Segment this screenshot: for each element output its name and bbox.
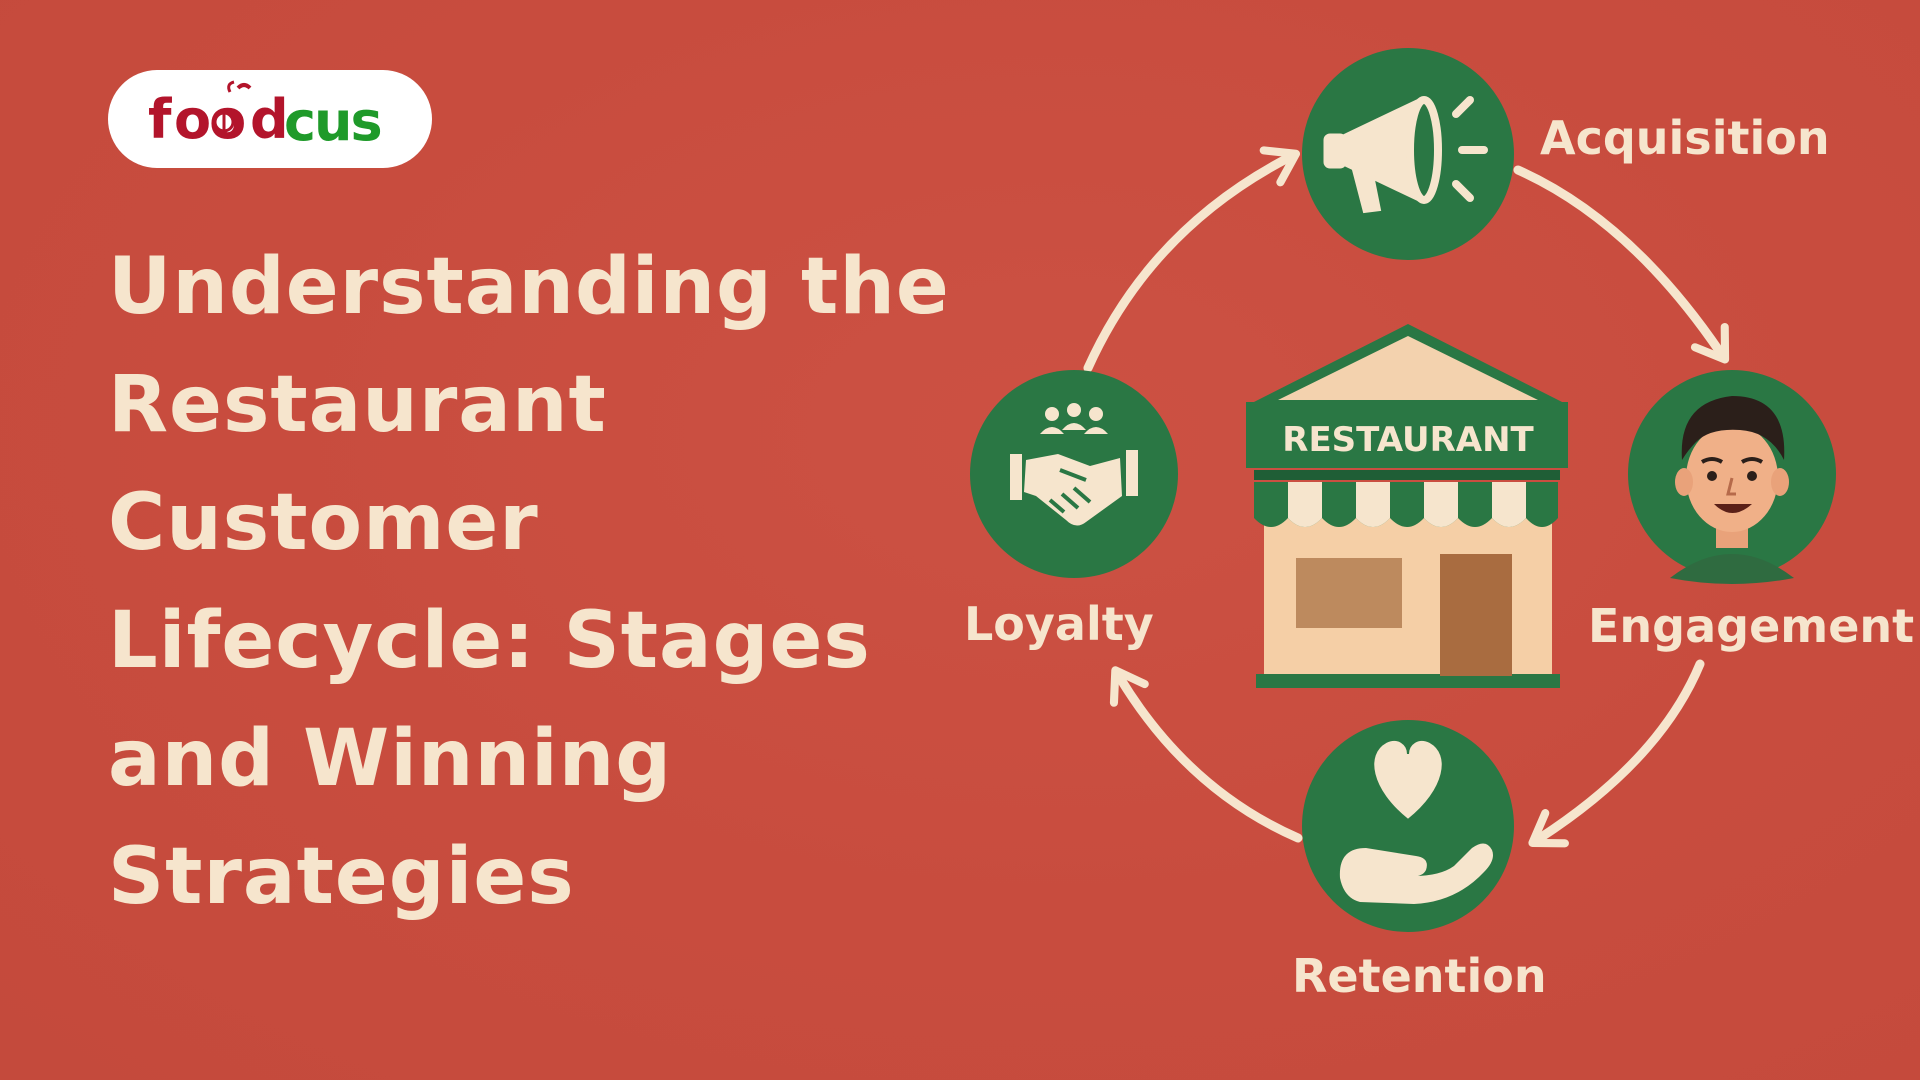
svg-text:cus: cus [284,90,381,153]
stage-label-loyalty: Loyalty [964,597,1154,651]
arrow-engagement-to-retention [1528,659,1705,848]
restaurant-sign-text: RESTAURANT [1282,420,1534,460]
lifecycle-diagram: RESTAURANT Acquisition Engagement Retent… [940,30,1920,1040]
stage-retention [1302,720,1514,932]
heart-in-hand-icon [1339,738,1493,904]
stage-acquisition [1302,48,1514,260]
lifecycle-graphic: RESTAURANT [970,48,1836,932]
foodcus-logo-icon: f oo d cus [148,80,383,153]
title-line-3: Customer [108,478,539,568]
arrow-loyalty-to-acquisition [1083,146,1301,373]
stage-loyalty [970,370,1178,578]
stage-engagement [1628,370,1836,584]
brand-logo[interactable]: f oo d cus [108,70,432,168]
stage-label-acquisition: Acquisition [1540,111,1830,165]
arrow-retention-to-loyalty [1109,666,1303,843]
arrow-acquisition-to-engagement [1513,165,1730,364]
restaurant-building-icon: RESTAURANT [1246,324,1568,688]
megaphone-icon [1323,96,1488,214]
page-title: Understanding the Restaurant Customer Li… [108,228,968,936]
customer-face-icon [1670,396,1794,584]
svg-text:f: f [148,88,172,151]
stage-label-retention: Retention [1292,949,1547,1003]
title-line-1: Understanding the [108,242,950,332]
handshake-icon [1010,403,1138,526]
title-line-5: and Winning [108,714,673,804]
title-line-6: Strategies [108,832,575,922]
stage-label-engagement: Engagement [1588,599,1915,653]
title-line-4: Lifecycle: Stages [108,596,871,686]
title-line-2: Restaurant [108,360,607,450]
svg-text:d: d [250,88,289,151]
awning [1254,482,1558,527]
